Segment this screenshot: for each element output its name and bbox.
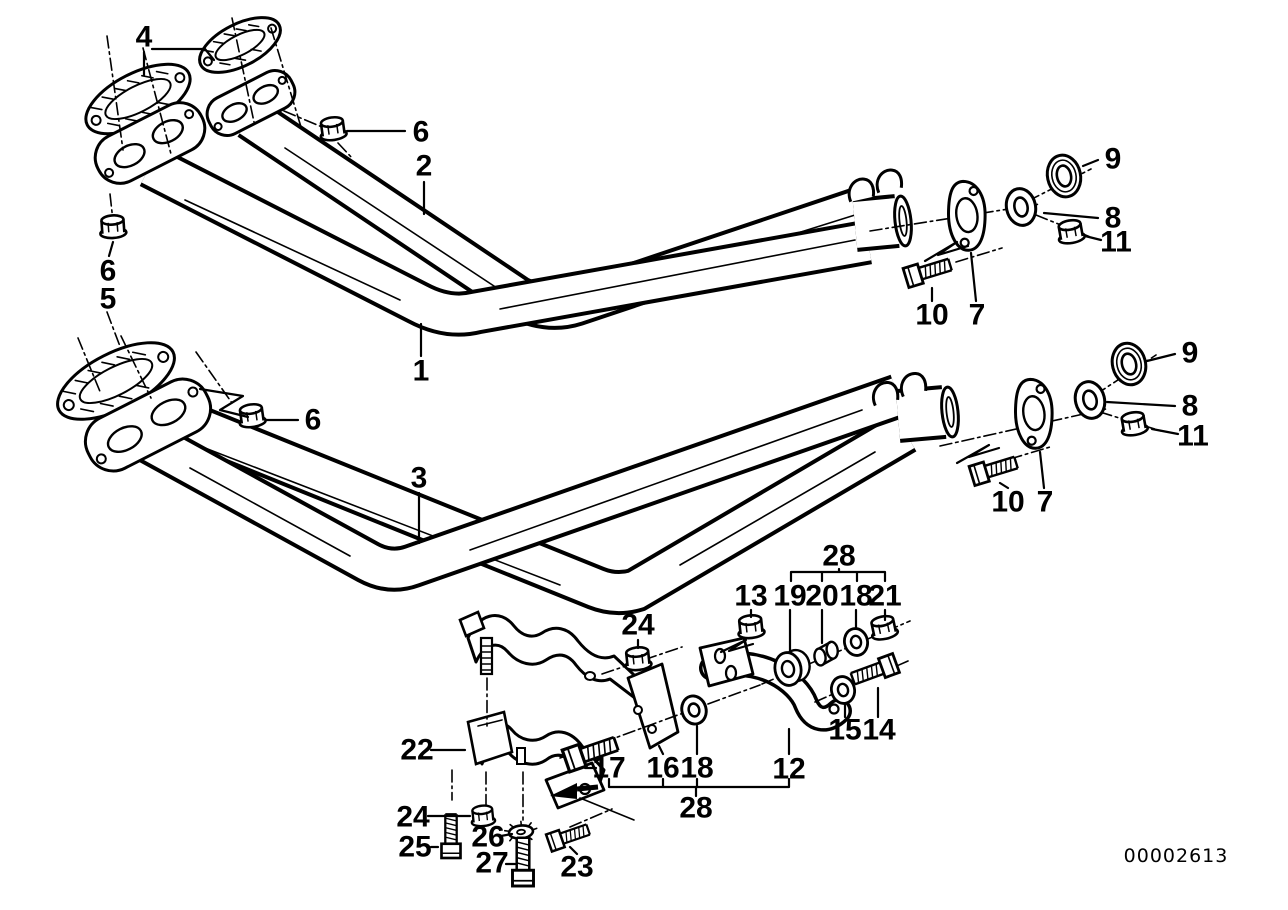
callout-19: 19 [773, 580, 806, 613]
pipe-end-collar [873, 166, 905, 195]
support-plate [626, 662, 680, 750]
zigzag-pointers [198, 240, 1001, 821]
pipe-outlet-upper [845, 166, 913, 252]
callout-28-top: 28 [822, 540, 855, 573]
callout-15: 15 [828, 714, 861, 747]
manifold-flanges [56, 16, 297, 473]
spacer-sleeve-20 [811, 639, 841, 668]
callout-13: 13 [734, 580, 767, 613]
callout-27: 27 [475, 847, 508, 880]
callout-23: 23 [560, 851, 593, 884]
callout-14: 14 [862, 714, 896, 747]
callout-24-upper: 24 [621, 609, 655, 642]
callout-8-lower: 8 [1182, 390, 1199, 423]
pipe-3-front [135, 374, 906, 592]
callout-9-lower: 9 [1182, 337, 1199, 370]
callout-16: 16 [646, 752, 679, 785]
callout-17: 17 [592, 752, 625, 785]
callout-3: 3 [411, 462, 428, 495]
exhaust-flange-lower [83, 377, 213, 473]
washer-18-upper [840, 625, 872, 659]
callout-6-lower: 6 [305, 404, 322, 437]
callout-21: 21 [868, 580, 901, 613]
pipe-3-rear [151, 391, 917, 616]
hex-bolt-14 [847, 652, 901, 690]
callout-22: 22 [400, 734, 433, 767]
callout-28-bottom: 28 [679, 792, 712, 825]
hex-bolt-10-lower [967, 451, 1021, 487]
sealing-ring-9-lower [1106, 338, 1152, 390]
callout-8-upper: 8 [1105, 202, 1122, 235]
callout-6-left: 6 [100, 255, 117, 288]
hex-nut-6-top [317, 114, 349, 144]
callout-18-top: 18 [839, 580, 872, 613]
callout-9-upper: 9 [1105, 143, 1122, 176]
hex-nut-11-upper [1054, 217, 1087, 247]
pipe-outlet-lower [869, 370, 960, 443]
callout-7-lower: 7 [1037, 486, 1054, 519]
callout-labels: 4 6 2 6 5 1 6 3 9 8 11 10 7 9 8 11 10 7 … [100, 21, 1209, 884]
callout-1: 1 [413, 355, 430, 388]
hex-nut-6-left [97, 213, 128, 241]
callout-20: 20 [805, 580, 838, 613]
exhaust-flange-right [205, 69, 297, 137]
callout-26: 26 [471, 821, 504, 854]
outlet-flange-7-lower [1009, 375, 1059, 452]
callout-7-upper: 7 [969, 299, 986, 332]
callout-5: 5 [100, 283, 117, 316]
callout-12: 12 [772, 753, 805, 786]
callout-10-upper: 10 [915, 299, 948, 332]
hardware [97, 114, 1152, 888]
hex-nut-24-upper [622, 644, 654, 673]
callout-11-upper: 11 [1100, 226, 1132, 259]
manifold-gasket-right [198, 16, 282, 74]
leader-lines [107, 47, 1180, 866]
manifold-gasket-left [84, 62, 192, 136]
callout-24-lower: 24 [396, 801, 430, 834]
exhaust-flange-left [93, 101, 207, 185]
outlet-flange-7-upper [942, 177, 992, 254]
hex-bolt-23 [544, 819, 593, 853]
washer-18-lower [677, 691, 711, 729]
callout-10-lower: 10 [991, 486, 1024, 519]
direction-arrow [550, 783, 577, 799]
sealing-ring-9-upper [1041, 150, 1087, 202]
hex-nut-11-lower [1117, 409, 1150, 439]
callout-4: 4 [136, 21, 153, 54]
callout-18-lower: 18 [680, 752, 713, 785]
callout-11-lower: 11 [1177, 420, 1209, 453]
callout-25: 25 [398, 831, 431, 864]
hex-nut-21 [867, 612, 901, 643]
hex-bolt-27 [511, 836, 535, 888]
front-pipes [135, 99, 960, 616]
doc-number: 00002613 [1124, 845, 1229, 867]
pipe-1 [139, 145, 872, 337]
callout-2: 2 [416, 150, 433, 183]
hex-bolt-25 [440, 812, 462, 860]
sealing-ring-8-upper [1001, 184, 1041, 230]
clamp-upper-half [458, 610, 654, 710]
callout-6-top: 6 [413, 116, 430, 149]
